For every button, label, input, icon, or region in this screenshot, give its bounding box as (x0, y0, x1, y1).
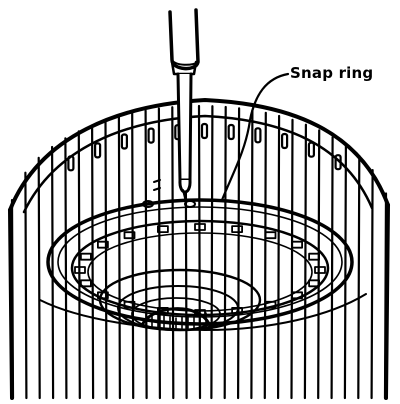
drum-rib-line (144, 109, 148, 400)
drum-rib-line (223, 105, 227, 400)
drum-rib-line (317, 129, 321, 400)
drum-rib-line (37, 156, 41, 400)
drum-rib-line (290, 118, 294, 400)
drum-rib-line (277, 114, 281, 400)
drum-rib-line (77, 130, 81, 400)
drum-slot (93, 142, 102, 159)
drum-slot (67, 155, 75, 172)
drum-slot (147, 127, 155, 144)
clutch-plate-tab (291, 291, 304, 300)
clutch-plate-tab (308, 252, 321, 261)
clutch-plate-tab (80, 252, 92, 261)
clutch-plate-tab (291, 240, 304, 249)
clutch-plate-tab (97, 240, 109, 249)
drum-slot (334, 154, 342, 171)
clutch-plate-tab (74, 266, 86, 274)
drum-slot (281, 132, 289, 150)
drum-rib-line (51, 145, 55, 400)
drum-slot (120, 133, 129, 150)
drum-rib-line (104, 119, 108, 400)
clutch-plate-tab (123, 300, 136, 309)
drum-rib-line (263, 111, 267, 400)
drum-rib-line (171, 106, 175, 400)
clutch-plate-tab (80, 279, 92, 288)
drum-slot (254, 127, 262, 144)
drum-rib-line (157, 107, 161, 400)
drum-slot (307, 141, 315, 158)
drum-rib-line (357, 154, 361, 400)
screwdriver-handle (168, 8, 200, 71)
snap-ring-leader-line (220, 72, 290, 202)
callout-snap-ring: Snap ring (290, 64, 374, 82)
clutch-plate-tab (194, 223, 206, 231)
screwdriver-tool (168, 8, 200, 203)
clutch-plate-tab (123, 231, 136, 240)
drum-rib-line (370, 169, 374, 400)
screwdriver-tip (178, 178, 192, 194)
hub-splines (145, 312, 207, 329)
drum-slot (227, 123, 235, 141)
clutch-plate-tab (308, 279, 321, 288)
drum-rib-line (250, 109, 254, 400)
drum-right-wall (384, 203, 390, 400)
drum-rib-line (117, 115, 121, 400)
clutch-plate-inner (87, 232, 313, 312)
drum-inner-floor-edge (39, 293, 367, 331)
drum-left-wall (8, 208, 14, 400)
clutch-plate-tab (156, 225, 169, 234)
drum-rib-line (210, 105, 214, 400)
screwdriver-shaft (176, 72, 193, 182)
drum-rib-line (237, 107, 241, 400)
drum-spline-ribs (10, 104, 388, 400)
drum-slot (200, 122, 209, 140)
clutch-plate-tab (231, 225, 244, 234)
drum-rib-line (330, 136, 334, 400)
drum-rib-line (131, 112, 135, 400)
drum-rib-line (197, 104, 202, 400)
drum-rib-line (303, 123, 307, 400)
clutch-plate-tab (264, 300, 277, 309)
clutch-plate-tab (314, 266, 326, 274)
drum-rib-line (64, 137, 68, 400)
piston-ring-inner (131, 297, 221, 331)
clutch-plate-tab (264, 231, 277, 240)
drum-rib-line (24, 171, 28, 400)
drum-rib-line (343, 144, 347, 400)
